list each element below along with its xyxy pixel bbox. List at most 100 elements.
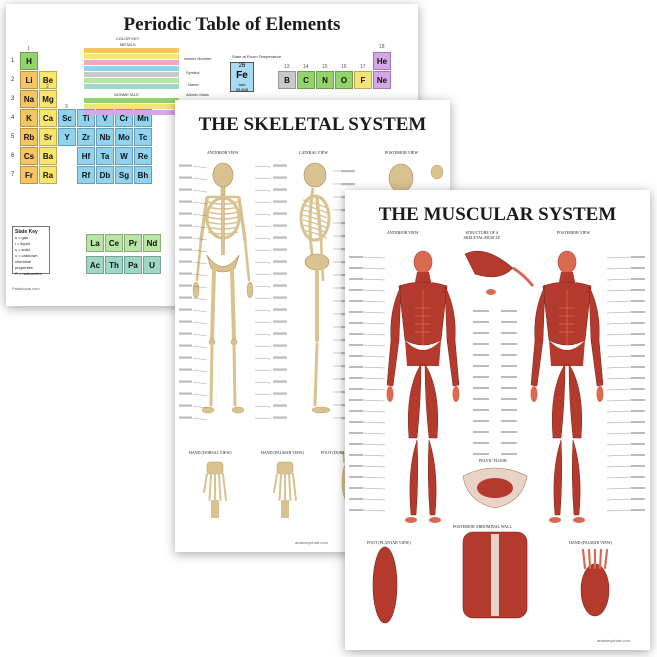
label-leader <box>254 297 272 300</box>
muscular-view-pelvic: PELVIC FLOOR <box>479 458 507 463</box>
finger-bone <box>222 473 227 501</box>
label-text-line <box>349 256 363 258</box>
element-nb: Nb <box>96 128 114 146</box>
foot-bone <box>311 406 331 414</box>
label-text-line <box>273 248 287 251</box>
label-leader <box>192 273 208 277</box>
label-text-line <box>273 260 287 263</box>
femur-bone <box>230 268 236 342</box>
state-item: x = unknown chemical properties <box>15 253 38 270</box>
posterior-muscle-head <box>557 250 577 274</box>
label-text-line <box>349 278 363 280</box>
muscle-anterior-figure <box>386 250 460 523</box>
palmar-hand-muscle <box>580 563 610 617</box>
element-f: F <box>354 71 372 89</box>
label-text-line <box>349 465 363 467</box>
label-leader <box>362 267 386 270</box>
state-key: State Key s = gas l = liquid s = solid x… <box>12 226 50 276</box>
label-text-line <box>179 176 192 179</box>
label-leader <box>254 249 272 252</box>
hand-bone <box>192 281 200 299</box>
element-la: La <box>86 234 104 252</box>
finger-bone <box>292 473 297 501</box>
finger-bone <box>203 473 208 493</box>
label-leader <box>192 321 208 325</box>
label-leader <box>606 476 632 479</box>
label-leader <box>254 225 272 228</box>
label-leader <box>606 289 632 292</box>
label-text-line <box>473 398 489 400</box>
label-text-line <box>349 333 363 335</box>
label-leader <box>362 278 386 281</box>
label-text-line <box>349 509 363 511</box>
label-text-line <box>179 296 192 299</box>
spine-column <box>491 534 499 616</box>
label-leader <box>192 417 208 421</box>
legend-swatch <box>84 84 179 89</box>
muscle-illustrations <box>349 250 645 624</box>
label-text-line <box>631 267 645 269</box>
label-leader <box>254 165 272 168</box>
color-key: COLOR KEY METALS NONMETALS <box>84 36 179 115</box>
legend-swatch <box>84 60 179 65</box>
label-leader <box>362 355 386 358</box>
label-leader <box>192 249 208 253</box>
label-text-line <box>349 410 363 412</box>
group-number: 3 <box>65 104 68 110</box>
group-number: 14 <box>303 64 309 70</box>
label-leader <box>362 311 386 314</box>
label-text-line <box>349 399 363 401</box>
hand-bone <box>246 281 254 299</box>
key-symbol: Fe <box>236 70 248 81</box>
label-text-line <box>631 498 645 500</box>
label-leader <box>606 355 632 358</box>
skeletal-muscle-bundle <box>464 250 514 278</box>
skeleton-anterior-figure <box>192 162 254 414</box>
label-text-line <box>349 344 363 346</box>
label-text-line <box>179 320 192 323</box>
element-rb: Rb <box>20 128 38 146</box>
posterior-muscle-hand <box>596 386 604 402</box>
label-text-line <box>179 380 192 383</box>
label-leader <box>362 487 386 490</box>
label-leader <box>362 443 386 446</box>
element-mo: Mo <box>115 128 133 146</box>
label-leader <box>192 333 208 337</box>
label-text-line <box>473 321 489 323</box>
muscular-view-hand: HAND (PALMAR VIEW) <box>569 540 612 545</box>
element-rf: Rf <box>77 166 95 184</box>
element-ac: Ac <box>86 256 104 274</box>
label-leader <box>192 189 208 193</box>
muscular-title: THE MUSCULAR SYSTEM <box>378 204 617 225</box>
pelvis-bone <box>206 254 240 273</box>
label-leader <box>606 399 632 402</box>
skeletal-view-anterior: ANTERIOR VIEW <box>207 150 239 155</box>
label-text-line <box>473 365 489 367</box>
element-bh: Bh <box>134 166 152 184</box>
label-text-line <box>349 443 363 445</box>
label-leader <box>606 311 632 314</box>
label-text-line <box>501 431 517 433</box>
rib-bone <box>302 214 328 224</box>
anterior-muscle-hips <box>405 340 441 366</box>
label-leader <box>362 289 386 292</box>
label-text-line <box>473 343 489 345</box>
label-text-line <box>631 333 645 335</box>
key-label-mass: Atomic Mass <box>186 92 209 97</box>
label-text-line <box>501 453 517 455</box>
label-text-line <box>273 236 287 239</box>
label-text-line <box>273 164 287 167</box>
anterior-muscle-arm <box>444 285 460 387</box>
element-k: K <box>20 109 38 127</box>
skull-posterior-bone <box>388 163 414 193</box>
muscle-posterior-figure <box>530 250 604 523</box>
posterior-muscle-calf <box>571 439 581 516</box>
label-leader <box>362 256 386 259</box>
element-re: Re <box>134 147 152 165</box>
label-text-line <box>473 354 489 356</box>
finger-bone <box>273 473 278 493</box>
label-text-line <box>501 409 517 411</box>
anterior-muscle-arm <box>386 285 402 387</box>
label-text-line <box>349 498 363 500</box>
label-leader <box>362 421 386 424</box>
